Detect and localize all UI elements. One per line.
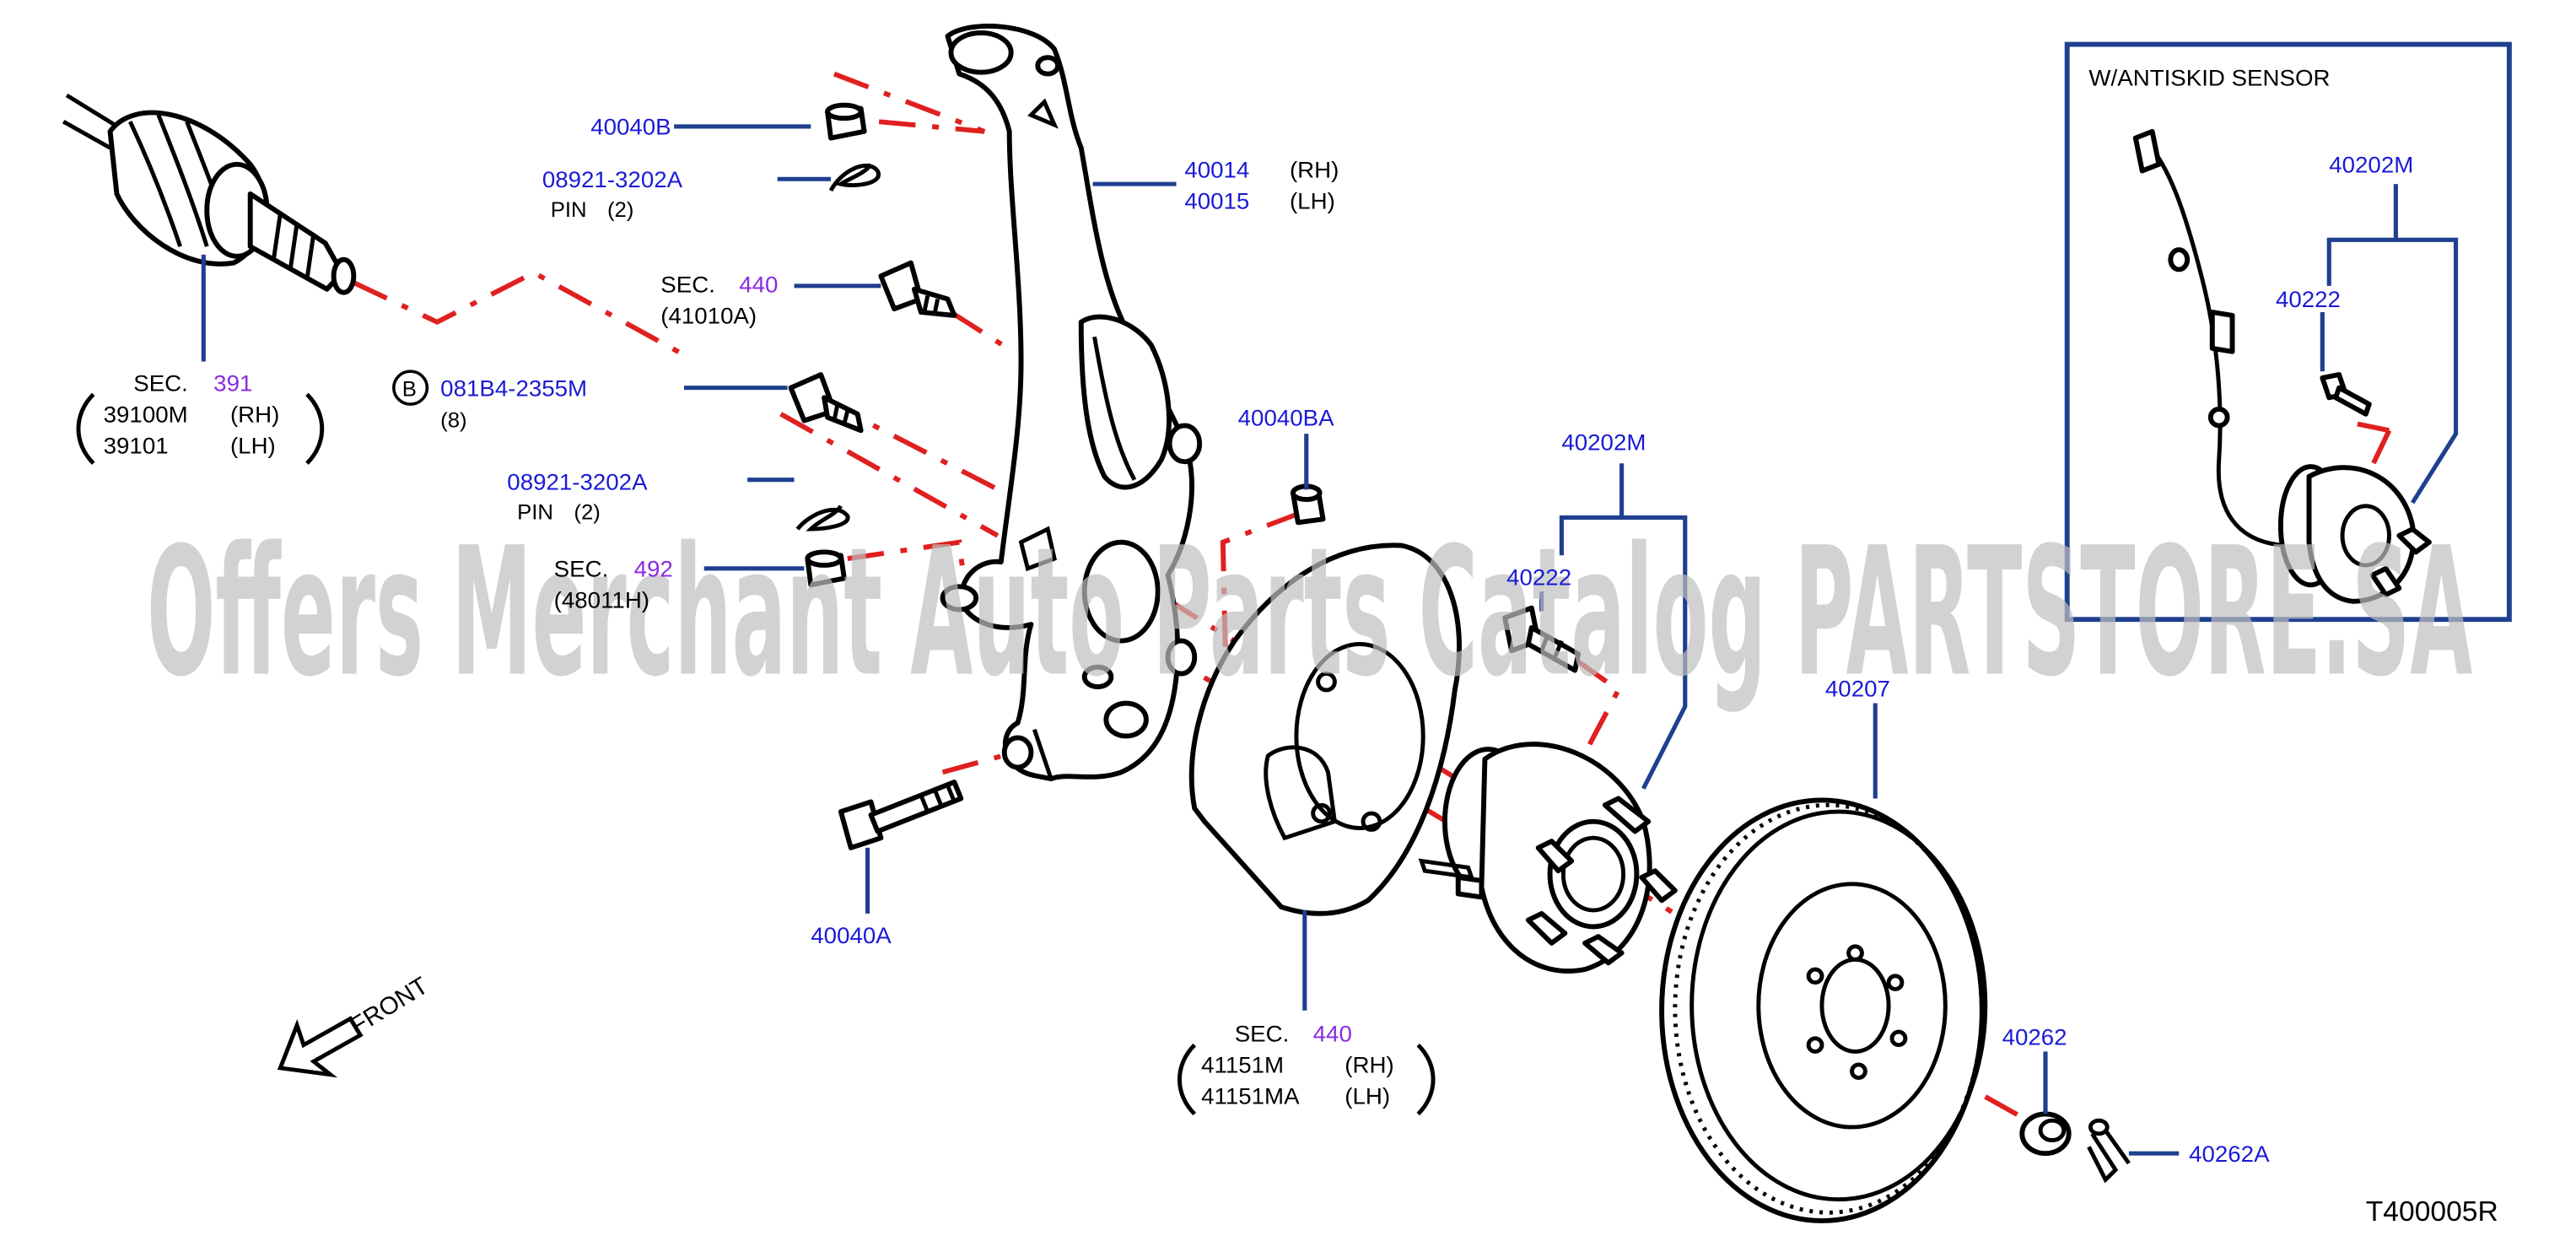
label-sec391-sec: SEC. xyxy=(133,370,188,397)
label-sec391-lh-side: (LH) xyxy=(230,433,276,459)
label-hub-assy[interactable]: 40202M xyxy=(1561,429,1646,456)
label-sec492-num[interactable]: 492 xyxy=(634,556,673,582)
diagram-code: T400005R xyxy=(2366,1196,2498,1228)
label-sec391-num[interactable]: 391 xyxy=(213,370,252,397)
front-arrow xyxy=(277,1016,364,1078)
label-sec440-plate-lh: 41151MA xyxy=(1201,1083,1300,1109)
label-knuckle-rh-side: (RH) xyxy=(1290,157,1339,183)
label-sec391-lh: 39101 xyxy=(104,433,169,459)
label-pin-a-qty: (2) xyxy=(607,198,633,222)
label-knuckle-lh[interactable]: 40015 xyxy=(1184,188,1249,214)
watermark-text: Offers Merchant Auto Parts Catalog PARTS… xyxy=(147,509,2472,715)
label-sec440-plate-rh-side: (RH) xyxy=(1345,1052,1393,1078)
brackets xyxy=(76,392,1436,1116)
label-sec440-plate-lh-side: (LH) xyxy=(1345,1083,1390,1109)
label-hub-bolt[interactable]: 40222 xyxy=(1506,564,1571,591)
label-081b4[interactable]: 081B4-2355M xyxy=(440,375,587,402)
hub-assembly xyxy=(1418,742,1678,974)
label-sec391-rh-side: (RH) xyxy=(230,402,279,428)
inset-title[interactable]: W/ANTISKID SENSOR xyxy=(2088,64,2330,90)
inset-panel xyxy=(2064,41,2512,623)
label-pin-b-part[interactable]: 08921-3202A xyxy=(507,469,648,495)
label-sec440-plate-num[interactable]: 440 xyxy=(1313,1021,1352,1047)
label-hub-nut[interactable]: 40262 xyxy=(2002,1024,2067,1050)
drive-shaft xyxy=(62,93,357,295)
label-knuckle-rh[interactable]: 40014 xyxy=(1184,157,1249,183)
label-rotor[interactable]: 40207 xyxy=(1825,676,1890,702)
label-knuckle-lh-side: (LH) xyxy=(1290,188,1335,214)
label-pin-a-part[interactable]: 08921-3202A xyxy=(542,166,683,192)
label-pin-b-qty: (2) xyxy=(574,501,600,525)
brake-rotor xyxy=(1659,797,1988,1223)
label-40040b[interactable]: 40040B xyxy=(590,114,671,140)
label-40040a[interactable]: 40040A xyxy=(811,922,892,948)
backing-plate xyxy=(1188,542,1462,916)
label-sec440-plate-sec: SEC. xyxy=(1235,1021,1290,1047)
label-sec492-ref: (48011H) xyxy=(554,587,649,613)
label-sec440-top-sec: SEC. xyxy=(660,272,715,298)
leader-lines xyxy=(201,124,2459,1156)
fasteners xyxy=(788,102,2131,1184)
label-front: FRONT xyxy=(345,972,433,1040)
inset-bolt-label[interactable]: 40222 xyxy=(2276,286,2341,312)
label-pin-b-name: PIN xyxy=(517,501,553,525)
label-sec391-rh: 39100M xyxy=(104,402,188,428)
label-badge-b: B xyxy=(402,378,417,402)
badge-circle xyxy=(392,370,429,406)
label-sec440-top-num[interactable]: 440 xyxy=(739,272,778,298)
callout-labels: W/ANTISKID SENSOR 40202M 40222 40040B 08… xyxy=(104,64,2498,1227)
label-pin-a-name: PIN xyxy=(551,198,587,222)
label-40040ba[interactable]: 40040BA xyxy=(1238,405,1335,431)
label-sec440-top-ref: (41010A) xyxy=(660,303,757,329)
label-cotter[interactable]: 40262A xyxy=(2189,1141,2270,1167)
inset-hub-label[interactable]: 40202M xyxy=(2329,152,2413,178)
label-sec492-sec: SEC. xyxy=(554,556,609,582)
steering-knuckle xyxy=(940,24,1203,782)
label-sec440-plate-rh: 41151M xyxy=(1201,1052,1284,1078)
label-081b4-qty: (8) xyxy=(440,409,466,433)
